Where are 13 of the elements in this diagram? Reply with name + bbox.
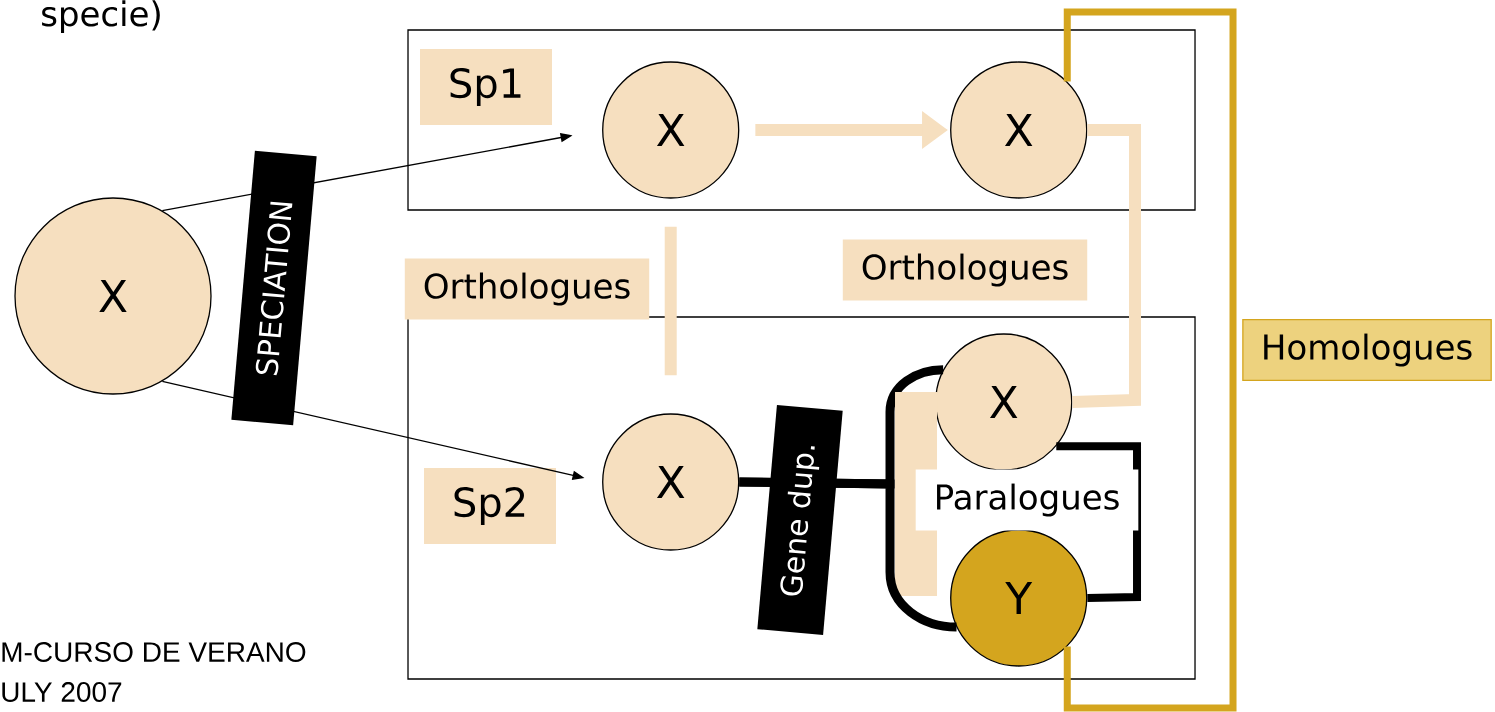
edge-label: Orthologues bbox=[404, 258, 650, 320]
edge-label: Paralogues bbox=[915, 469, 1139, 531]
rotated-badge: Gene dup. bbox=[757, 405, 843, 635]
edge-label: Orthologues bbox=[842, 239, 1088, 301]
species-label: Sp2 bbox=[424, 468, 556, 544]
heading-text: specie) bbox=[42, 0, 160, 34]
edge-label: Homologues bbox=[1242, 318, 1492, 382]
footer-text: M-CURSO DE VERANO bbox=[2, 642, 306, 662]
rotated-badge: SPECIATION bbox=[231, 150, 317, 426]
footer-text: ULY 2007 bbox=[2, 682, 122, 702]
species-label: Sp1 bbox=[420, 49, 552, 125]
connector-line bbox=[664, 226, 677, 376]
bracket-line bbox=[1063, 8, 1237, 712]
